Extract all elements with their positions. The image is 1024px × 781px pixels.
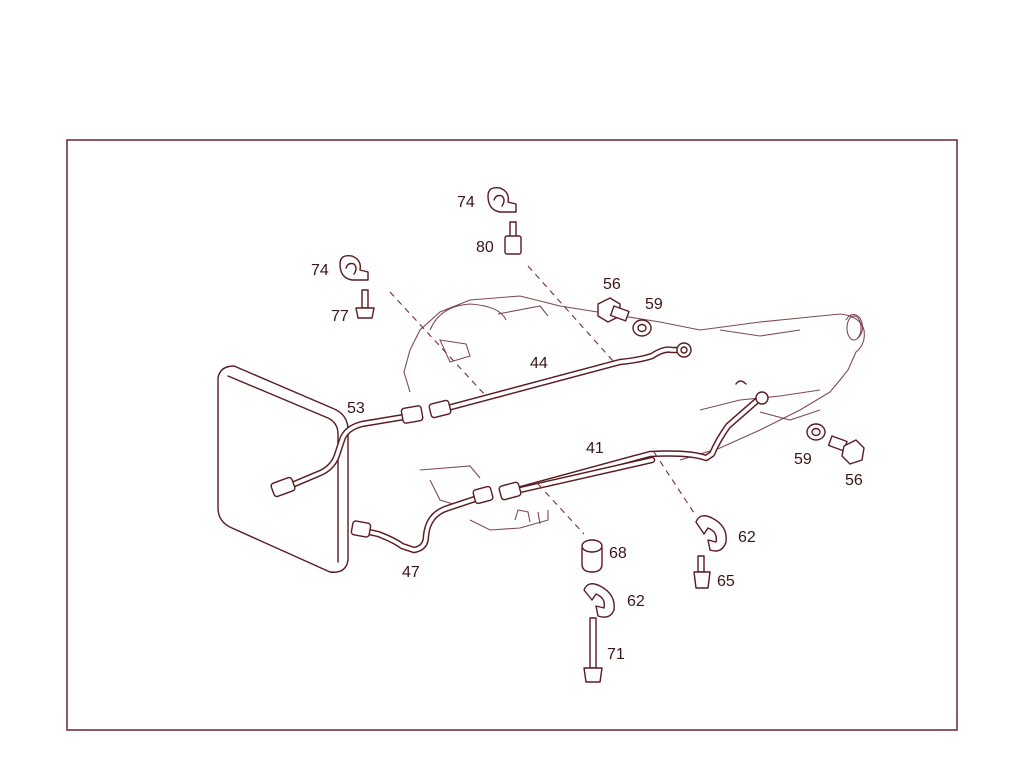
- callout-62-bottom: 62: [627, 593, 645, 610]
- callout-56-top: 56: [603, 276, 621, 293]
- bolt-71: [583, 617, 603, 683]
- pipe-44: [428, 342, 692, 419]
- bolt-80: [504, 221, 522, 255]
- callout-62-right: 62: [738, 529, 756, 546]
- washer-59-top: [632, 319, 652, 337]
- leader-lines: [389, 265, 697, 535]
- callout-77: 77: [331, 308, 349, 325]
- clamp-62-bottom: [583, 583, 615, 618]
- washer-59-right: [806, 423, 826, 441]
- clamp-62-right: [695, 515, 727, 552]
- callout-53: 53: [347, 400, 365, 417]
- callout-44: 44: [530, 355, 548, 372]
- bolt-65: [693, 555, 711, 589]
- clip-74-left: [339, 254, 369, 281]
- pipe-47: [350, 485, 494, 554]
- callout-80: 80: [476, 239, 494, 256]
- callout-47: 47: [402, 564, 420, 581]
- transmission-housing: [403, 295, 865, 531]
- callout-56-right: 56: [845, 472, 863, 489]
- callout-65: 65: [717, 573, 735, 590]
- clip-74-top: [487, 186, 517, 213]
- callout-74-left: 74: [311, 262, 329, 279]
- bolt-77: [355, 289, 375, 319]
- spacer-68: [581, 539, 603, 573]
- callout-59-right: 59: [794, 451, 812, 468]
- banjo-bolt-56-top: [597, 297, 630, 323]
- diagram-frame: [66, 139, 958, 731]
- pipe-41: [498, 380, 769, 501]
- callout-74-top: 74: [457, 194, 475, 211]
- callouts: 74 80 74 77 56 59 44 53 41 59 56 62 68 4…: [311, 194, 863, 663]
- callout-41: 41: [586, 440, 604, 457]
- callout-68: 68: [609, 545, 627, 562]
- banjo-bolt-56-right: [827, 435, 865, 465]
- pipe-53: [270, 405, 424, 498]
- callout-71: 71: [607, 646, 625, 663]
- callout-59-top: 59: [645, 296, 663, 313]
- oil-cooler: [217, 365, 349, 573]
